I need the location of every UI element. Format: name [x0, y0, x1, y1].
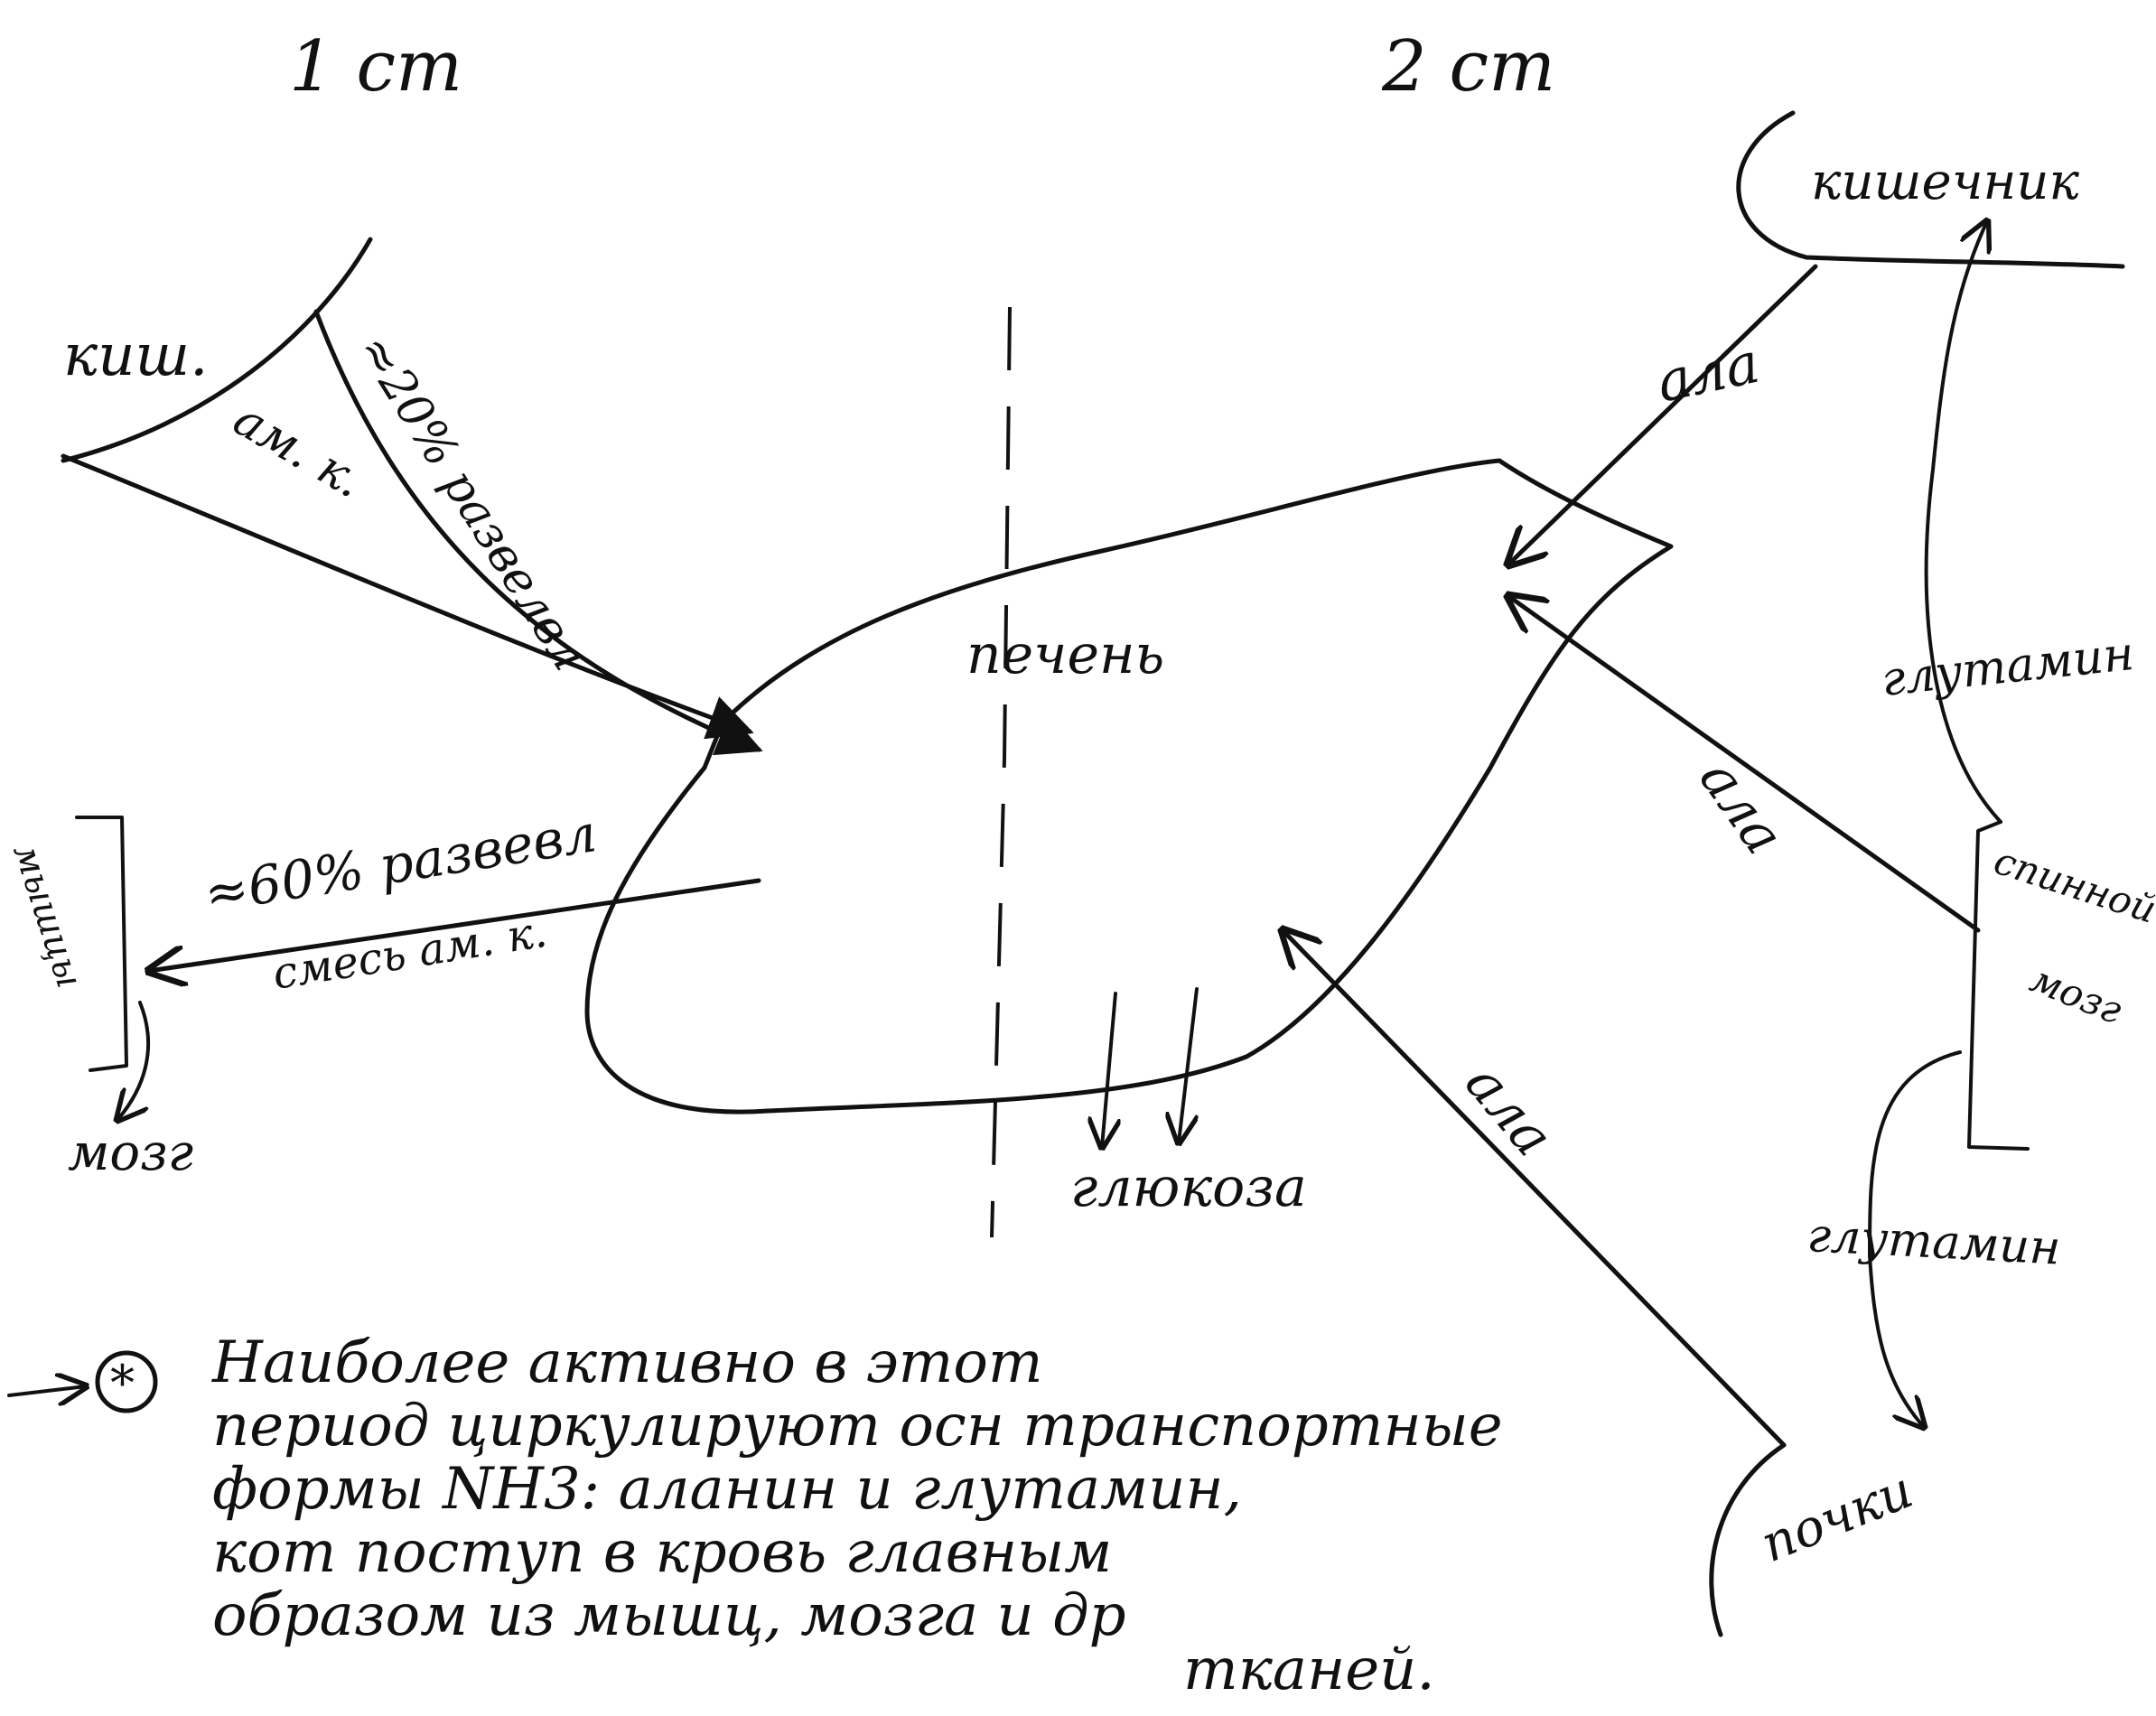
- intestine-left-outline: [61, 237, 373, 463]
- note-line-1: Наиболее активно в этот: [211, 1329, 1043, 1396]
- pct60-arrow: [149, 878, 761, 971]
- ala-kidneys-to-liver-arrow: [1283, 930, 1787, 1448]
- glutamine-bottom-label: глутамин: [1806, 1208, 2061, 1276]
- liver-outline: [584, 458, 1674, 1114]
- glucose-arrow-1: [1102, 992, 1115, 1147]
- brain-left-label: мозг: [68, 1124, 193, 1182]
- intestine-left-label: киш.: [63, 322, 208, 389]
- glucose-arrow-2: [1179, 987, 1199, 1142]
- phase2-header: 2 ст: [1381, 26, 1555, 107]
- ala-intestine-to-liver-arrow: [1508, 264, 1818, 564]
- intestine-right-outline: [1736, 110, 2125, 269]
- pct20-arrow: [313, 309, 763, 756]
- note-line-6: тканей.: [1183, 1637, 1435, 1703]
- ala-bottom-label: ала: [1453, 1052, 1565, 1169]
- muscles-label: мышцы: [5, 839, 89, 993]
- amino-acids-arrow: [61, 453, 754, 740]
- note-line-2: период циркулируют осн транспортные: [212, 1393, 1503, 1460]
- note-line-3: формы NH3: аланин и глутамин,: [212, 1456, 1242, 1523]
- glutamine-top-label: глутамин: [1879, 627, 2136, 707]
- note-asterisk-circle: [95, 1350, 158, 1413]
- glutamine-to-kidneys-arrow: [1868, 1050, 1962, 1427]
- spinal-brain-bracket: [1967, 820, 2030, 1151]
- note-asterisk-icon: *: [110, 1355, 135, 1412]
- muscles-to-brain-arrow: [117, 1001, 151, 1120]
- ala-brain-to-liver-arrow: [1508, 596, 1981, 933]
- note-line-4: кот поступ в кровь главным: [212, 1519, 1112, 1586]
- intestine-right-label: кишечник: [1811, 153, 2079, 211]
- phase-divider-line: [990, 306, 1012, 1238]
- pct20-label: ≈20% развелвл: [347, 325, 597, 680]
- glutamine-to-intestine-arrow: [1924, 221, 2002, 824]
- spinal-brain-label-part2: мозг: [2024, 956, 2128, 1032]
- liver-label: печень: [966, 623, 1164, 686]
- amino-acids-label: ам. к.: [225, 392, 373, 508]
- mixture-label: смесь ам. к.: [269, 907, 550, 1000]
- ala-middle-label: ала: [1687, 748, 1796, 865]
- glucose-label: глюкоза: [1070, 1156, 1307, 1219]
- kidneys-outline: [1709, 1442, 1787, 1637]
- spinal-brain-label-part1: спинной: [1989, 838, 2156, 932]
- kidneys-label: почки: [1753, 1460, 1921, 1573]
- ala-top-label: ала: [1651, 330, 1765, 415]
- note-line-5: образом из мышц, мозга и др: [212, 1582, 1126, 1649]
- note-pointer-arrow: [7, 1386, 86, 1395]
- muscles-bracket: [75, 816, 128, 1072]
- phase1-header: 1 ст: [289, 26, 462, 107]
